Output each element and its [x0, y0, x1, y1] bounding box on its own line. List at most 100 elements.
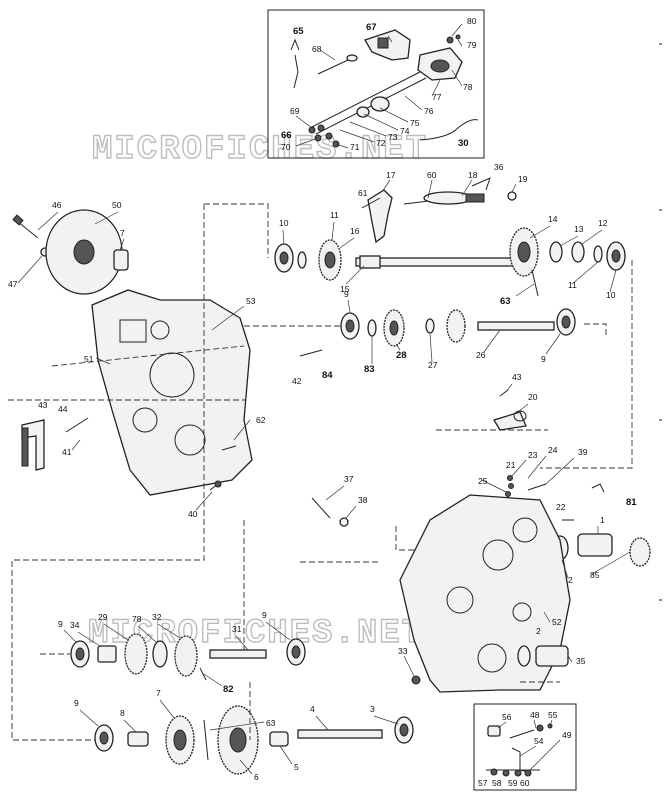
watermark-top: MICROFICHES.NET — [92, 131, 428, 169]
upper-shaft-row: 10 11 16 15 14 13 12 11 10 63 — [274, 210, 626, 307]
lower-gear-row: 9 29 34 78 32 31 82 9 — [58, 610, 306, 695]
label-43: 43 — [38, 400, 48, 410]
label-49: 49 — [562, 730, 572, 740]
label-68: 68 — [312, 44, 322, 54]
inset-bottom: 56 48 55 54 49 57 58 59 60 — [473, 703, 577, 791]
label-84: 84 — [322, 370, 333, 381]
label-47: 47 — [8, 279, 18, 289]
label-53: 53 — [246, 296, 256, 306]
label-55: 55 — [548, 710, 558, 720]
label-79: 79 — [467, 40, 477, 50]
label-42a: 42 — [292, 376, 302, 386]
label-9c: 9 — [58, 619, 63, 629]
label-20: 20 — [528, 392, 538, 402]
label-15: 15 — [340, 284, 350, 294]
label-21: 21 — [506, 460, 516, 470]
label-7b: 7 — [156, 688, 161, 698]
label-40: 40 — [188, 509, 198, 519]
label-69: 69 — [290, 106, 300, 116]
label-13: 13 — [574, 224, 584, 234]
label-78: 78 — [463, 82, 473, 92]
middle-shaft-row: 9 84 83 28 27 26 9 — [322, 289, 576, 381]
bottom-gear-row: 9 8 7 63 6 5 4 3 — [74, 682, 414, 782]
label-6: 6 — [254, 772, 259, 782]
label-38: 38 — [358, 495, 368, 505]
label-60: 60 — [427, 170, 437, 180]
label-9b: 9 — [541, 354, 546, 364]
label-81: 81 — [626, 497, 637, 508]
label-36: 36 — [494, 162, 504, 172]
label-8: 8 — [120, 708, 125, 718]
label-2b: 2 — [536, 626, 541, 636]
label-10a: 10 — [279, 218, 289, 228]
label-35: 35 — [576, 656, 586, 666]
label-56: 56 — [502, 712, 512, 722]
label-59: 59 — [508, 778, 518, 788]
label-62: 62 — [256, 415, 266, 425]
label-48: 48 — [530, 710, 540, 720]
left-housing-group: 46 50 7 47 53 51 43 44 42 41 62 40 — [8, 200, 323, 519]
label-41: 41 — [62, 447, 72, 457]
label-65: 65 — [293, 26, 304, 37]
right-housing-group: 43 20 23 24 25 39 37 38 81 22 1 2 85 52 … — [311, 372, 651, 693]
label-29: 29 — [98, 612, 108, 622]
label-76: 76 — [424, 106, 434, 116]
label-60b: 60 — [520, 778, 530, 788]
label-26: 26 — [476, 350, 486, 360]
label-11b: 11 — [568, 280, 577, 290]
label-23: 23 — [528, 450, 538, 460]
label-77: 77 — [432, 92, 442, 102]
label-34: 34 — [70, 620, 80, 630]
label-37: 37 — [344, 474, 354, 484]
label-7: 7 — [120, 228, 125, 238]
label-80: 80 — [467, 16, 477, 26]
label-63b: 63 — [266, 718, 276, 728]
label-63a: 63 — [500, 296, 511, 307]
label-17: 17 — [386, 170, 396, 180]
label-31: 31 — [232, 624, 242, 634]
label-3: 3 — [370, 704, 375, 714]
label-18: 18 — [468, 170, 478, 180]
label-51: 51 — [84, 354, 94, 364]
label-57: 57 — [478, 778, 488, 788]
label-2a: 2 — [568, 575, 573, 585]
label-9e: 9 — [74, 698, 79, 708]
label-9a: 9 — [344, 289, 349, 299]
label-44: 44 — [58, 404, 68, 414]
label-85: 85 — [590, 570, 600, 580]
label-4: 4 — [310, 704, 315, 714]
label-43b: 43 — [512, 372, 522, 382]
label-83: 83 — [364, 364, 375, 375]
label-28: 28 — [396, 350, 407, 361]
label-22: 22 — [556, 502, 566, 512]
label-27: 27 — [428, 360, 438, 370]
label-46: 46 — [52, 200, 62, 210]
label-11a: 11 — [330, 210, 339, 220]
label-50: 50 — [112, 200, 122, 210]
label-5: 5 — [294, 762, 299, 772]
label-58: 58 — [492, 778, 502, 788]
label-67: 67 — [366, 22, 377, 33]
label-78b: 78 — [132, 614, 142, 624]
inset-top: 65 67 68 80 79 78 77 76 75 74 73 72 69 6… — [267, 9, 485, 159]
label-33: 33 — [398, 646, 408, 656]
label-24: 24 — [548, 445, 558, 455]
shift-assembly-group: 17 60 18 36 19 61 — [358, 162, 528, 244]
label-12: 12 — [598, 218, 608, 228]
label-9d: 9 — [262, 610, 267, 620]
assembly-lines — [11, 203, 633, 741]
label-52: 52 — [552, 617, 562, 627]
label-39: 39 — [578, 447, 588, 457]
label-19: 19 — [518, 174, 528, 184]
label-70: 70 — [281, 142, 291, 152]
label-71: 71 — [350, 142, 360, 152]
label-30: 30 — [458, 138, 469, 149]
label-75: 75 — [410, 118, 420, 128]
label-32: 32 — [152, 612, 162, 622]
label-82: 82 — [223, 684, 234, 695]
label-10b: 10 — [606, 290, 616, 300]
label-74: 74 — [400, 126, 410, 136]
label-54: 54 — [534, 736, 544, 746]
